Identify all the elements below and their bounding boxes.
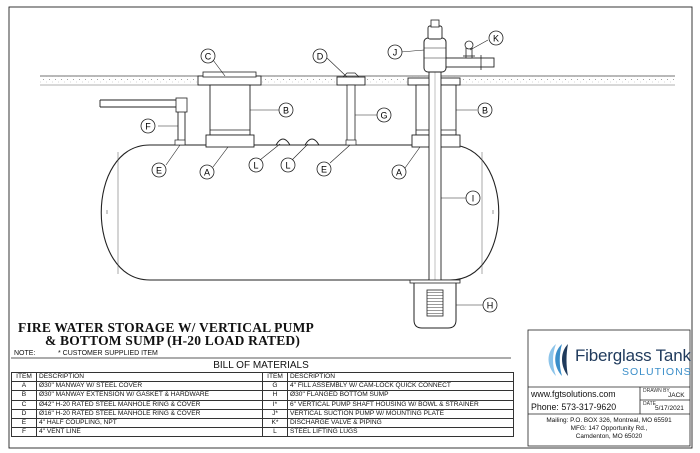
- discharge-piping: [445, 40, 495, 70]
- bom-header-description: DESCRIPTION: [36, 371, 263, 383]
- half-coupling-right: [345, 139, 357, 146]
- bom-item: J*: [262, 408, 288, 420]
- bom-description: 4" HALF COUPLING, NPT: [36, 418, 263, 429]
- callout-L-2: L: [280, 157, 296, 173]
- callout-J: J: [387, 44, 403, 60]
- callout-B-left: B: [278, 102, 294, 118]
- bom-item: F: [11, 427, 37, 438]
- callout-G: G: [376, 107, 392, 123]
- bom-item: L: [262, 427, 288, 438]
- bom-row: B Ø30" MANWAY EXTENSION W/ GASKET & HARD…: [11, 390, 514, 401]
- callout-label: D: [317, 52, 324, 62]
- callout-label: L: [285, 161, 290, 171]
- bom-item: C: [11, 399, 37, 410]
- sheet-border: [8, 6, 693, 449]
- drawing-title-line2: & BOTTOM SUMP (H-20 LOAD RATED): [45, 333, 301, 348]
- drawing-title-line1: FIRE WATER STORAGE W/ VERTICAL PUMP: [18, 320, 314, 335]
- bom-header-description: DESCRIPTION: [287, 371, 514, 383]
- left-manway-assembly: [197, 71, 262, 148]
- callout-label: E: [321, 165, 327, 175]
- note-text: * CUSTOMER SUPPLIED ITEM: [58, 350, 158, 357]
- company-phone: Phone: 573-317-9620: [531, 402, 617, 412]
- bom-item: K*: [262, 418, 288, 429]
- callout-A-left: A: [199, 164, 215, 180]
- bom-item: I*: [262, 399, 288, 410]
- callout-K: K: [488, 30, 504, 46]
- logo-subtitle: SOLUTIONS: [622, 366, 692, 378]
- bom-row: D Ø16" H-20 RATED STEEL MANHOLE RING & C…: [11, 408, 514, 420]
- drawn-by-label: DRAWN BY: [643, 388, 670, 394]
- vent-line: [99, 97, 188, 145]
- callout-label: A: [396, 168, 402, 178]
- bom-row: F 4" VENT LINE L STEEL LIFTING LUGS: [11, 427, 514, 438]
- bom-item: G: [262, 381, 288, 392]
- callout-label: C: [205, 52, 212, 62]
- bom-header-item: ITEM: [11, 371, 37, 383]
- vertical-pump: [423, 19, 447, 73]
- callout-C: C: [200, 48, 216, 64]
- bom-description: 4" FILL ASSEMBLY W/ CAM-LOCK QUICK CONNE…: [287, 381, 514, 392]
- callout-E-right: E: [316, 161, 332, 177]
- callout-I: I: [465, 190, 481, 206]
- callout-L-1: L: [248, 157, 264, 173]
- mailing-address: Mailing: P.O. BOX 326, Montreal, MO 6559…: [546, 417, 672, 424]
- callout-label: H: [487, 301, 494, 311]
- leader-lines: [158, 39, 489, 306]
- logo-name: Fiberglass Tank: [575, 346, 691, 365]
- date-label: DATE: [643, 401, 656, 407]
- bom-description: Ø16" H-20 RATED STEEL MANHOLE RING & COV…: [36, 408, 263, 420]
- title-block-frame: [527, 329, 691, 447]
- bom-header-row: ITEM DESCRIPTION ITEM DESCRIPTION: [11, 371, 514, 383]
- callout-B-right: B: [477, 102, 493, 118]
- callout-label: G: [380, 111, 387, 121]
- bom-item: H: [262, 390, 288, 401]
- callout-label: K: [493, 34, 499, 44]
- bottom-sump: [409, 279, 461, 329]
- bom-description: VERTICAL SUCTION PUMP W/ MOUNTING PLATE: [287, 408, 514, 420]
- callout-label: F: [145, 122, 151, 132]
- bom-description: Ø30" MANWAY EXTENSION W/ GASKET & HARDWA…: [36, 390, 263, 401]
- callout-A-right: A: [391, 164, 407, 180]
- callout-label: L: [253, 161, 258, 171]
- callout-H: H: [482, 297, 498, 313]
- bom-row: C Ø42" H-20 RATED STEEL MANHOLE RING & C…: [11, 399, 514, 410]
- callout-label: E: [156, 166, 162, 176]
- bom-row: A Ø30" MANWAY W/ STEEL COVER G 4" FILL A…: [11, 381, 514, 392]
- callout-E-left: E: [151, 162, 167, 178]
- callout-label: I: [472, 194, 475, 204]
- bom-description: 4" VENT LINE: [36, 427, 263, 438]
- bom-description: 6" VERTICAL PUMP SHAFT HOUSING W/ BOWL &…: [287, 399, 514, 410]
- drawn-by-value: JACK: [668, 392, 685, 399]
- note-label: NOTE:: [14, 350, 36, 357]
- bom-description: DISCHARGE VALVE & PIPING: [287, 418, 514, 429]
- bom-item: D: [11, 408, 37, 420]
- half-coupling-left: [174, 139, 186, 146]
- callout-label: B: [283, 106, 289, 116]
- bom-item: E: [11, 418, 37, 429]
- bom-row: E 4" HALF COUPLING, NPT K* DISCHARGE VAL…: [11, 418, 514, 429]
- callout-F: F: [140, 118, 156, 134]
- bill-of-materials: ITEM DESCRIPTION ITEM DESCRIPTION A Ø30"…: [11, 371, 514, 438]
- bom-header-item: ITEM: [262, 371, 288, 383]
- bom-description: Ø30" MANWAY W/ STEEL COVER: [36, 381, 263, 392]
- callout-label: J: [393, 48, 398, 58]
- bom-description: Ø42" H-20 RATED STEEL MANHOLE RING & COV…: [36, 399, 263, 410]
- lifting-lugs: [275, 138, 320, 146]
- bom-item: A: [11, 381, 37, 392]
- date-value: 5/17/2021: [655, 405, 684, 412]
- mfg-address-line1: MFG: 147 Opportunity Rd.,: [570, 425, 648, 432]
- small-manway-assembly: [336, 72, 366, 146]
- bom-item: B: [11, 390, 37, 401]
- callout-label: A: [204, 168, 210, 178]
- bom-description: Ø30" FLANGED BOTTOM SUMP: [287, 390, 514, 401]
- bom-title: BILL OF MATERIALS: [213, 360, 309, 371]
- callout-label: B: [482, 106, 488, 116]
- mfg-address-line2: Camdenton, MO 65020: [575, 433, 643, 440]
- logo-icon: [548, 344, 568, 376]
- company-website: www.fgtsolutions.com: [531, 389, 616, 399]
- pump-shaft-housing: [428, 69, 442, 311]
- callout-D: D: [312, 48, 328, 64]
- bom-description: STEEL LIFTING LUGS: [287, 427, 514, 438]
